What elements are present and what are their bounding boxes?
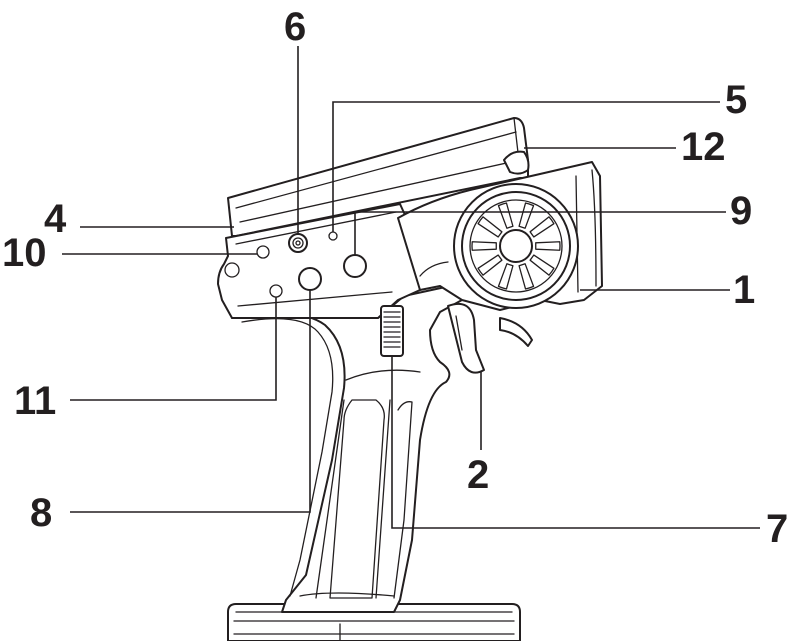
led-11 xyxy=(269,284,283,298)
callout-numbers: 1 2 4 5 6 7 8 9 10 11 12 xyxy=(2,5,788,551)
knob-8 xyxy=(298,267,322,291)
leader-11 xyxy=(70,297,277,401)
wheel-spoke xyxy=(529,254,555,276)
wheel-spoke xyxy=(529,216,555,238)
wheel-spoke xyxy=(518,202,535,229)
steering-wheel xyxy=(453,183,579,309)
callout-8: 8 xyxy=(30,491,52,535)
leader-8 xyxy=(70,290,311,513)
wheel-spoke xyxy=(535,241,561,251)
wheel-spoke xyxy=(518,263,535,290)
wheel-spoke xyxy=(497,263,514,290)
callout-5: 5 xyxy=(725,78,747,122)
callout-6: 6 xyxy=(284,5,306,49)
wheel-spoke xyxy=(477,254,503,276)
leader-9 xyxy=(354,211,726,255)
callout-11: 11 xyxy=(14,379,56,423)
leader-5 xyxy=(332,101,720,232)
callout-9: 9 xyxy=(730,189,752,233)
wheel-spoke xyxy=(497,202,514,229)
wheel-spoke xyxy=(477,216,503,238)
trim-dial xyxy=(380,305,404,357)
base-stand xyxy=(227,603,521,641)
grip-handle xyxy=(231,285,463,613)
callout-12: 12 xyxy=(681,125,726,169)
wheel-spoke xyxy=(471,241,497,251)
leader-7 xyxy=(391,355,760,529)
callout-10: 10 xyxy=(2,231,47,275)
throttle-trigger xyxy=(447,302,533,374)
led-10 xyxy=(256,245,270,259)
callout-4: 4 xyxy=(44,197,67,241)
led-5 xyxy=(328,231,338,241)
callout-2: 2 xyxy=(467,453,489,497)
knob-6-power-switch xyxy=(288,233,308,253)
callout-1: 1 xyxy=(733,268,755,312)
knob-9 xyxy=(343,254,367,278)
callout-7: 7 xyxy=(766,507,788,551)
leader-lines xyxy=(62,46,760,529)
